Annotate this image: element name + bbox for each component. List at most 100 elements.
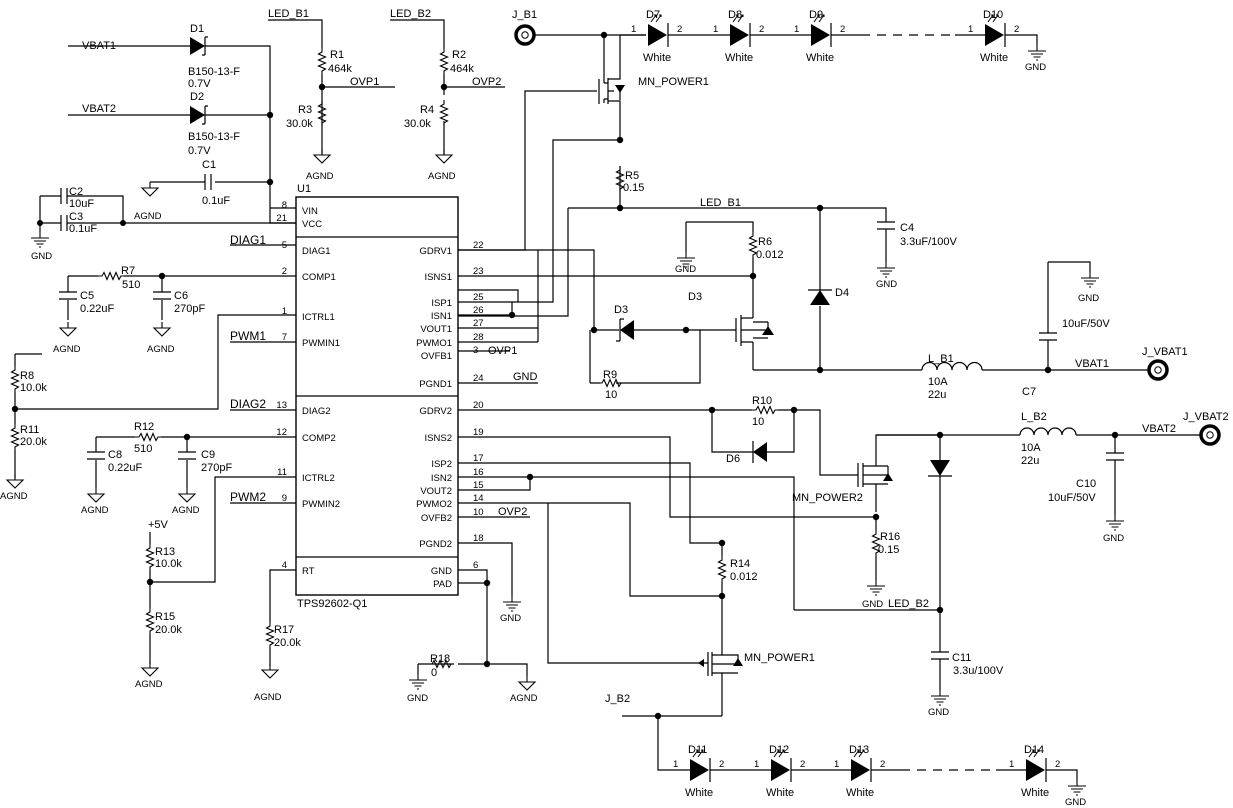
ic-pin-name: VOUT2 <box>420 486 452 497</box>
c10-value: 10uF/50V <box>1048 492 1096 504</box>
ic-pin-number: 7 <box>282 332 287 343</box>
input-section: VBAT1 VBAT2 D1 B150-13-F 0.7V D2 B150-13… <box>30 23 296 262</box>
ic-pin-name: PWMO2 <box>416 499 452 510</box>
channel2-power: R10 10 D6 MN_POWER2 R16 0.15 GND L_B2 10… <box>458 395 1229 771</box>
c7-ref: C7 <box>1022 386 1036 398</box>
agnd-c9: AGND <box>172 505 200 516</box>
ic-pin-name: GDRV1 <box>419 246 452 257</box>
mn1-ref: D3 <box>688 291 702 303</box>
ic-pin-number: 10 <box>473 507 484 518</box>
channel1-power: J_B1 MN_POWER1 R5 0.15 LED_B1 C4 3.3uF/1… <box>458 9 1188 401</box>
channel1-control-wires <box>458 250 539 343</box>
r15-value: 20.0k <box>155 624 182 636</box>
ic-pin-name: PWMIN2 <box>302 499 340 510</box>
c8-value: 0.22uF <box>108 462 143 474</box>
r16-value: 0.012 <box>730 571 758 583</box>
mn2-ref: MN_POWER2 <box>792 492 863 504</box>
r14-value: 0.15 <box>878 544 899 556</box>
r9-ref: R9 <box>603 369 617 381</box>
left-networks: DIAG1 R7 510 C5 0.22uF C6 270pF AGND AGN… <box>0 233 301 703</box>
ic-pin-name: COMP2 <box>302 433 336 444</box>
r1-value: 464k <box>328 63 352 75</box>
r12-ref: R12 <box>134 421 154 433</box>
ic-u1: U1 TPS92602-Q1 VIN8VCC21DIAG15COMP12ICTR… <box>276 183 483 610</box>
r11-ref: R11 <box>20 424 39 436</box>
led-pin-anode: 1 <box>794 24 799 35</box>
ic-pin-number: 9 <box>282 493 287 504</box>
ic-pin-name: ISN1 <box>431 311 452 322</box>
ic-pin-name: VCC <box>302 219 322 230</box>
ic-pin-name: PWMIN1 <box>302 338 340 349</box>
ic-pin-name: ISN2 <box>431 473 452 484</box>
c2-value: 10uF <box>69 198 94 210</box>
r7-value: 510 <box>122 279 140 291</box>
r9-value: 10 <box>605 389 617 401</box>
r14-ref: R16 <box>880 531 900 543</box>
agnd-r17: AGND <box>254 692 282 703</box>
c9-value: 270pF <box>201 462 232 474</box>
jb1-label: J_B1 <box>512 9 537 21</box>
jv2-label: J_VBAT2 <box>1183 411 1229 423</box>
ic-pin-number: 20 <box>473 400 484 411</box>
led-pin-cathode: 2 <box>1055 759 1060 770</box>
ic-pins-left: VIN8VCC21DIAG15COMP12ICTRL11PWMIN17DIAG2… <box>276 200 340 577</box>
led-pin-cathode: 2 <box>1014 24 1019 35</box>
led-ref: D13 <box>849 744 869 756</box>
gnd-r18: GND <box>407 693 428 704</box>
led-pin-cathode: 2 <box>719 759 724 770</box>
net-led-b1-top: LED_B1 <box>268 8 309 20</box>
agnd-c1: AGND <box>134 211 162 222</box>
r12-value: 510 <box>134 443 152 455</box>
net-vbat1-out: VBAT1 <box>1075 358 1109 370</box>
ic-pin-number: 6 <box>473 560 478 571</box>
d2-ref: D2 <box>190 91 204 103</box>
ic-pin-name: PAD <box>433 579 452 590</box>
lb1-ref: L_B1 <box>928 353 954 365</box>
c6-ref: C6 <box>174 290 188 302</box>
led-pin-anode: 1 <box>673 759 678 770</box>
ic-pin-name: VOUT1 <box>420 324 452 335</box>
net-diag2: DIAG2 <box>230 397 266 411</box>
led-ref: D12 <box>769 744 789 756</box>
ic-pin-number: 8 <box>282 200 287 211</box>
ic-pin-name: ICTRL2 <box>302 473 335 484</box>
r13-ref: R13 <box>155 546 175 558</box>
r4-value: 30.0k <box>404 118 431 130</box>
lb1-value2: 22u <box>928 389 946 401</box>
c2-ref: C2 <box>69 186 83 198</box>
gnd-c4: GND <box>876 279 897 290</box>
gnd-c7: GND <box>1078 293 1099 304</box>
c4-value: 3.3uF/100V <box>900 236 958 248</box>
ic-pin-number: 28 <box>473 332 484 343</box>
net-pwm1: PWM1 <box>230 329 266 343</box>
ic-pin-name: PWMO1 <box>416 338 452 349</box>
led-pin-cathode: 2 <box>677 24 682 35</box>
d2-value: 0.7V <box>188 145 211 157</box>
r3-ref: R3 <box>298 104 312 116</box>
net-led-b2-rail: LED_B2 <box>888 598 929 610</box>
ic-pin-name: VIN <box>302 206 318 217</box>
net-pwm2: PWM2 <box>230 490 266 504</box>
led-pin-anode: 1 <box>631 24 636 35</box>
ic-part: TPS92602-Q1 <box>297 598 367 610</box>
c1-ref: C1 <box>202 159 216 171</box>
net-led-b2-top: LED_B2 <box>390 8 431 20</box>
gnd-c11: GND <box>928 707 949 718</box>
gnd-led-string: GND <box>1065 797 1086 808</box>
ic-pin-number: 12 <box>276 427 287 438</box>
jv1-label: J_VBAT1 <box>1142 346 1188 358</box>
ic-pin-number: 4 <box>282 560 287 571</box>
led-ref: D9 <box>809 9 823 21</box>
led-pin-anode: 1 <box>968 24 973 35</box>
d2-part: B150-13-F <box>188 131 240 143</box>
ic-pin-number: 21 <box>276 213 287 224</box>
r6-ref: R6 <box>758 236 772 248</box>
d4-ref: D4 <box>835 287 849 299</box>
ic-pin-name: DIAG1 <box>302 246 331 257</box>
